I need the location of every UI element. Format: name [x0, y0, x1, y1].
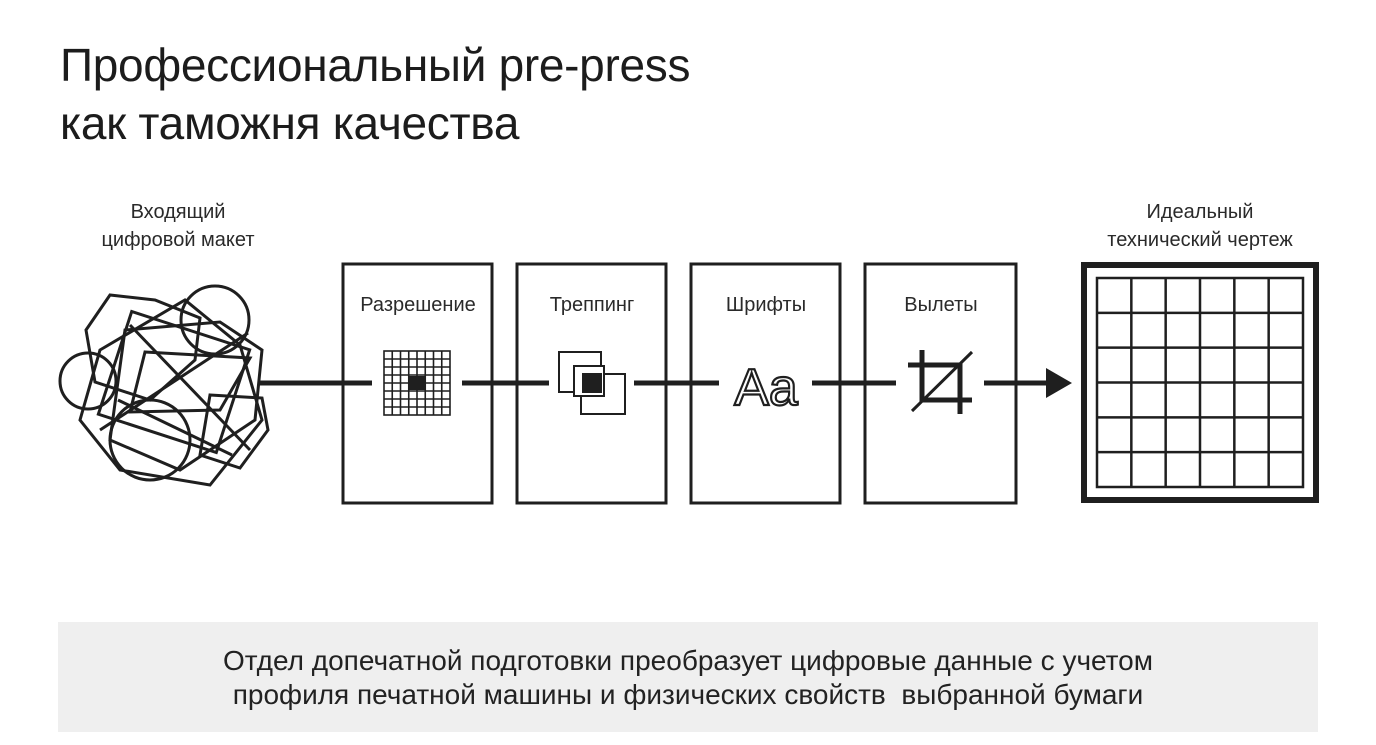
footer-line-2: профиля печатной машины и физических сво… — [232, 679, 1144, 710]
stage-label-trapping: Треппинг — [549, 294, 635, 316]
overlapping-squares-icon — [558, 351, 626, 415]
pixel-grid-icon — [383, 350, 451, 416]
input-label: Входящий цифровой макет — [60, 198, 296, 254]
arrow-head-icon — [1046, 368, 1072, 398]
font-aa-icon: Aa — [734, 359, 798, 417]
stage-label-fonts: Шрифты — [725, 294, 807, 316]
page-title: Профессиональный pre-press как таможня к… — [60, 36, 690, 152]
footer-caption: Отдел допечатной подготовки преобразует … — [58, 622, 1318, 732]
footer-line-1: Отдел допечатной подготовки преобразует … — [222, 645, 1153, 676]
input-label-line-2: цифровой макет — [101, 229, 255, 251]
title-line-2: как таможня качества — [60, 97, 520, 149]
title-line-1: Профессиональный pre-press — [60, 39, 691, 91]
chaotic-layout-icon — [58, 284, 270, 487]
crop-icon — [908, 350, 974, 414]
output-label-line-1: Идеальный — [1146, 201, 1254, 223]
stage-label-bleeds: Вылеты — [904, 294, 978, 316]
stage-label-resolution: Разрешение — [360, 294, 476, 316]
output-label: Идеальный технический чертеж — [1080, 198, 1320, 254]
technical-grid-icon — [1081, 262, 1319, 503]
input-label-line-1: Входящий — [130, 201, 226, 223]
output-label-line-2: технический чертеж — [1107, 229, 1293, 251]
